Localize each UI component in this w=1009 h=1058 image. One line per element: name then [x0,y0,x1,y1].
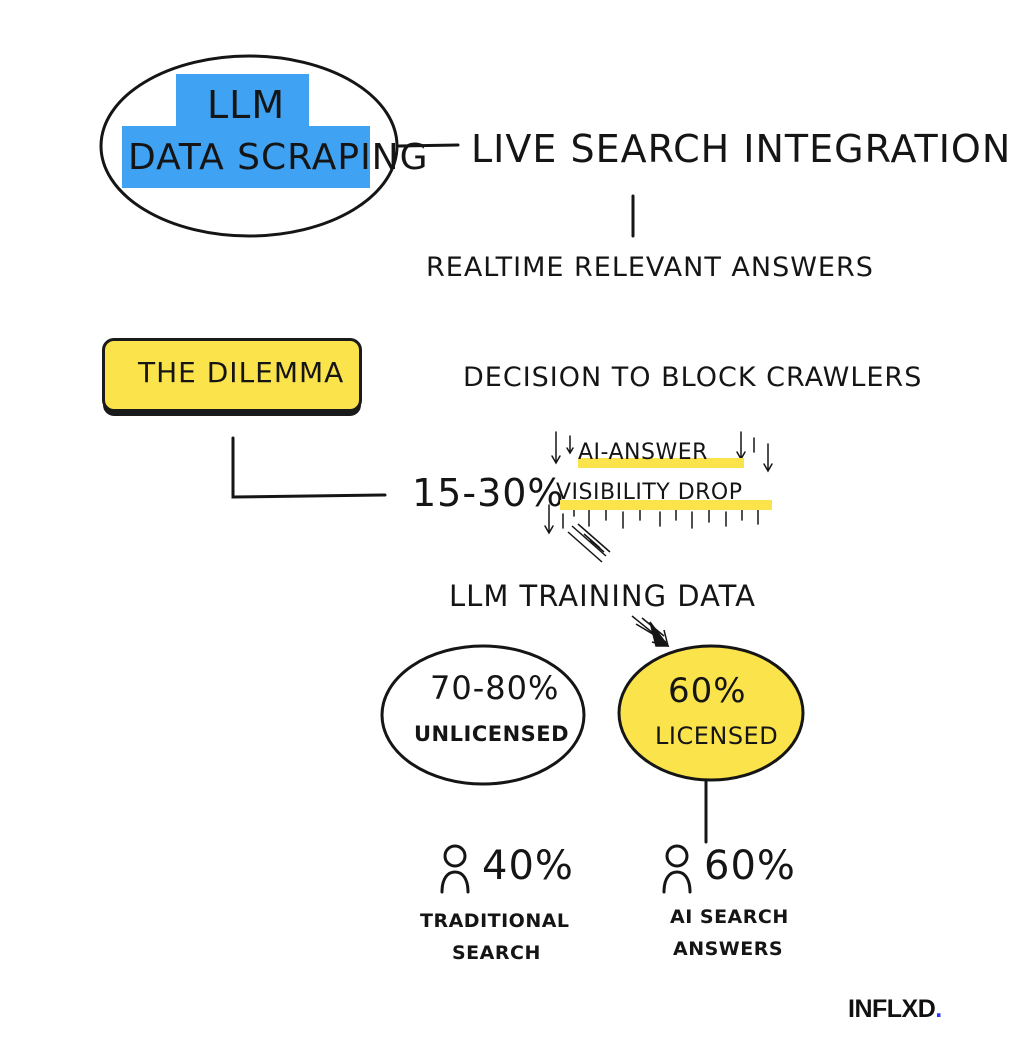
title-line2: DATA SCRAPING [128,137,429,178]
drop-line2: VISIBILITY DROP [556,480,743,505]
connector-dilemma-percent [231,436,387,499]
unlicensed-label: UNLICENSED [414,722,570,746]
traditional-search-value: 40% [482,843,574,889]
drop-line1: AI-ANSWER [578,440,708,465]
traditional-search-label-2: SEARCH [452,942,541,964]
unlicensed-value: 70-80% [430,669,560,707]
licensed-ellipse [617,644,805,782]
title-highlight-line2 [122,126,370,188]
ai-search-label-2: ANSWERS [673,938,784,960]
drop-highlight-line2 [560,500,772,510]
ai-search-label-1: AI SEARCH [670,906,789,928]
training-label: LLM TRAINING DATA [449,579,756,613]
title-ellipse [99,54,399,238]
traditional-search-label-1: TRADITIONAL [420,910,570,932]
person-icon [662,844,692,894]
unlicensed-ellipse [380,644,586,786]
drop-highlight-line1 [578,458,744,468]
title-line1: LLM [207,83,286,127]
dilemma-box [102,338,362,412]
logo-text: INFLXD [848,995,936,1023]
licensed-label: LICENSED [655,722,779,750]
realtime-answers-label: REALTIME RELEVANT ANSWERS [426,252,874,283]
connector-title-live [397,143,460,148]
title-highlight-line1 [176,74,309,128]
inflxd-logo: INFLXD. [848,995,942,1024]
decision-label: DECISION TO BLOCK CRAWLERS [463,362,923,393]
drop-arrows [544,431,773,535]
live-search-label: LIVE SEARCH INTEGRATION [471,127,1009,171]
hatched-arrow-1 [567,523,611,563]
licensed-value: 60% [668,671,747,711]
dilemma-percent: 15-30% [412,471,565,515]
logo-dot: . [935,995,942,1023]
dilemma-label: THE DILEMMA [138,356,345,389]
person-icon [440,844,470,894]
ai-search-value: 60% [704,843,796,889]
hatched-arrow-2 [631,615,670,648]
